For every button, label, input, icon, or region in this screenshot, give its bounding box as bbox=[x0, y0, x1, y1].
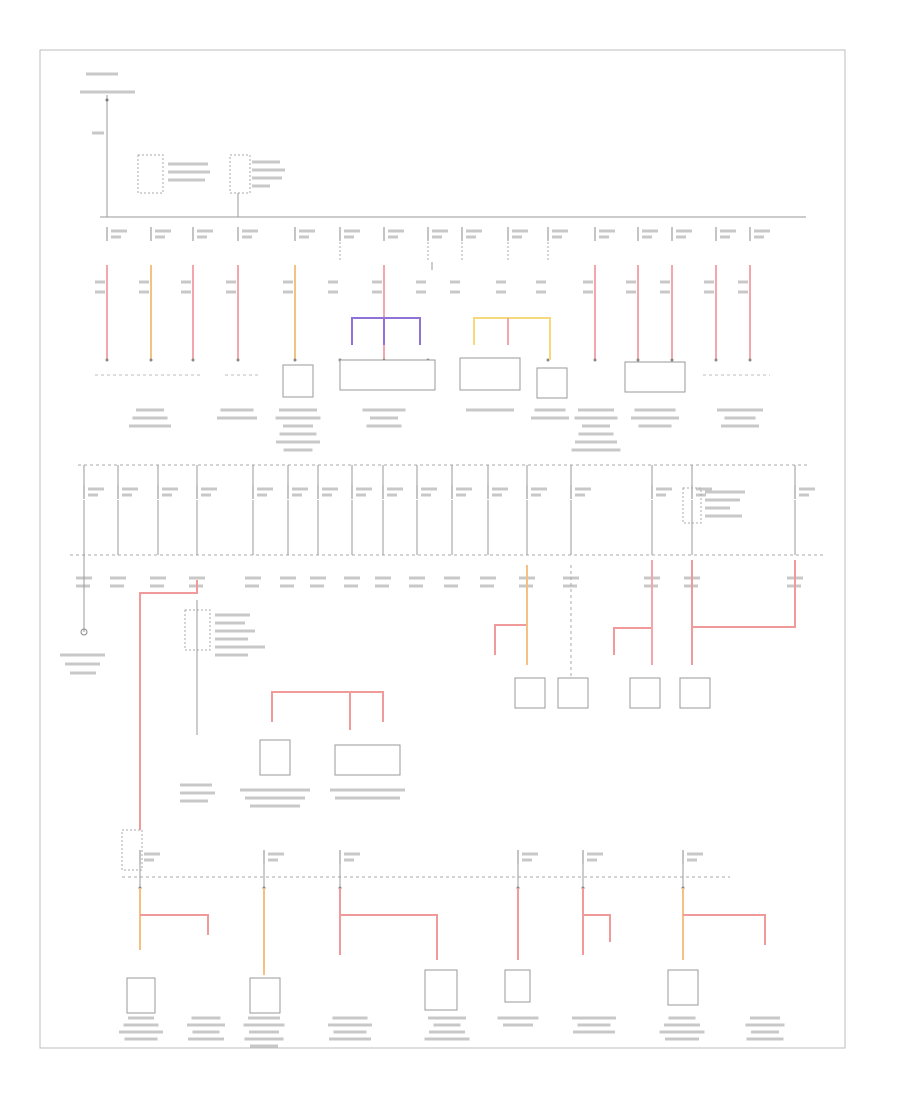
top-feed bbox=[80, 72, 135, 217]
bot-red-5 bbox=[683, 914, 766, 945]
mid-component-d bbox=[557, 677, 589, 709]
bot-component-3 bbox=[424, 969, 458, 1011]
mid-red-bar bbox=[271, 691, 384, 722]
bot-red-4b bbox=[583, 914, 611, 942]
top-drop-1-pin bbox=[105, 358, 109, 362]
jumper-violet bbox=[351, 317, 421, 345]
main-red-riser bbox=[139, 580, 198, 830]
top-drop-16-pin bbox=[748, 358, 752, 362]
mid-fuse-row bbox=[76, 465, 815, 588]
bottom-fuse-row bbox=[138, 850, 703, 890]
bot-red-2b bbox=[340, 914, 438, 960]
mid-component-e bbox=[629, 677, 661, 709]
branch-red-2 bbox=[613, 627, 652, 655]
mid-right-branches bbox=[494, 560, 796, 709]
bottom-components bbox=[126, 969, 699, 1014]
bot-component-1 bbox=[126, 977, 156, 1014]
component-box-d bbox=[536, 367, 568, 399]
component-box-a bbox=[282, 364, 314, 398]
mid-component-b bbox=[334, 744, 401, 776]
bottom-relay-box bbox=[121, 829, 143, 871]
bottom-branches bbox=[139, 888, 766, 975]
top-drop-11-pin bbox=[546, 358, 550, 362]
mid-red-group bbox=[240, 691, 405, 808]
bot-red-1 bbox=[140, 914, 209, 935]
component-box-c bbox=[459, 357, 521, 391]
top-drop-15-pin bbox=[714, 358, 718, 362]
top-component-labels bbox=[129, 408, 763, 452]
jumper-yellow bbox=[473, 317, 551, 360]
mid-component-a bbox=[259, 739, 291, 776]
component-box-b bbox=[339, 359, 436, 391]
component-box-e bbox=[624, 361, 686, 393]
mid-relay-box bbox=[682, 487, 702, 524]
top-drop-3-pin bbox=[191, 358, 195, 362]
mid-relay bbox=[682, 487, 745, 524]
top-drop-12-pin bbox=[593, 358, 597, 362]
relay-box-2 bbox=[229, 154, 251, 194]
top-drop-4-pin bbox=[236, 358, 240, 362]
top-drop-5-pin bbox=[293, 358, 297, 362]
bottom-component-labels bbox=[119, 1016, 785, 1048]
branch-red-1 bbox=[494, 624, 527, 655]
top-fuse-row bbox=[95, 227, 770, 362]
top-drop-2-pin bbox=[149, 358, 153, 362]
mid-component-c bbox=[514, 677, 546, 709]
bot-component-5 bbox=[667, 969, 699, 1006]
branch-red-3b bbox=[692, 560, 796, 628]
top-drop-13-pin bbox=[636, 358, 640, 362]
feed-connector bbox=[105, 98, 109, 102]
mid-component-f bbox=[679, 677, 711, 709]
ground-branch bbox=[60, 555, 105, 675]
switch-box bbox=[184, 609, 211, 651]
page-border bbox=[39, 49, 846, 1049]
bot-component-2 bbox=[249, 977, 281, 1014]
top-jumpers bbox=[351, 262, 551, 360]
relay-box-1 bbox=[137, 154, 164, 194]
ground-symbol bbox=[80, 628, 88, 636]
top-components bbox=[95, 357, 770, 399]
top-drop-14-pin bbox=[670, 358, 674, 362]
relay-boxes-top bbox=[137, 154, 285, 217]
bot-component-4 bbox=[504, 969, 531, 1003]
